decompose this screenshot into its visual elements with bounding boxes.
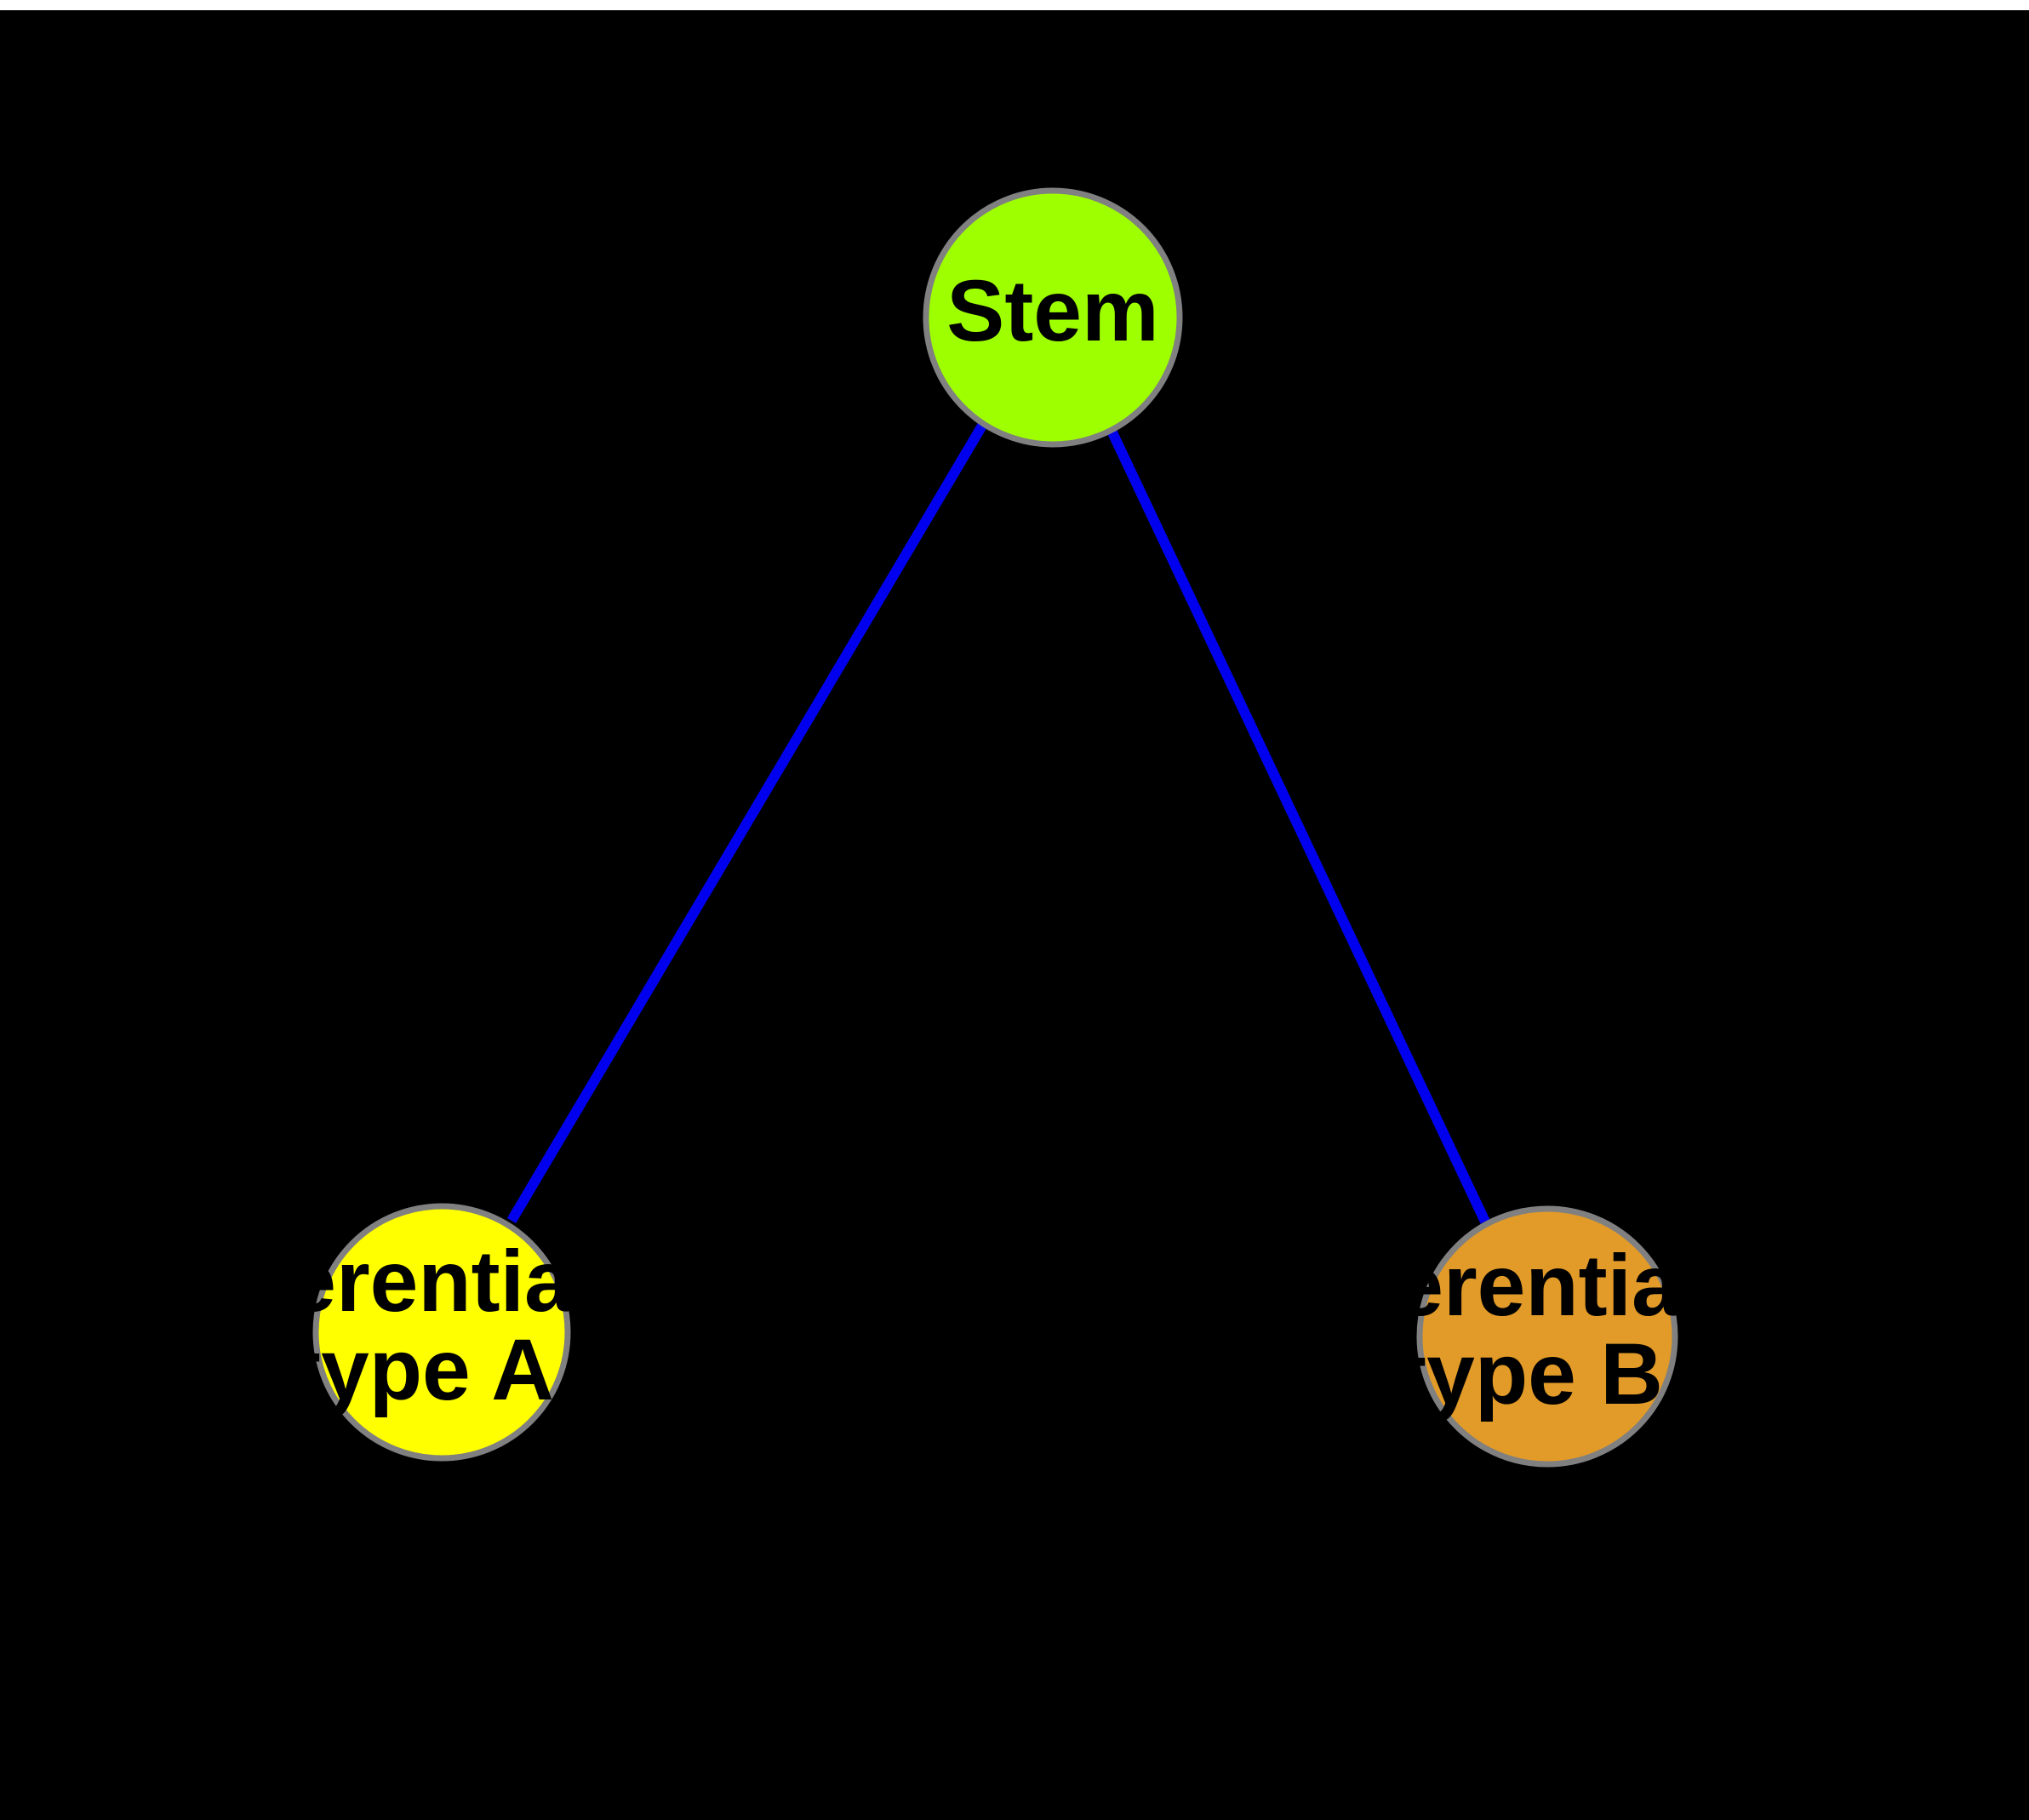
graph-edge-stem-to-diff-a[interactable]	[506, 422, 987, 1224]
node-circle-stem[interactable]	[923, 187, 1183, 448]
graph-node-stem[interactable]: Stem	[923, 187, 1183, 448]
node-label-diff-a-line-1: Differentiated	[143, 1233, 702, 1330]
node-label-stem-line-1: Stem	[946, 262, 1158, 359]
node-circle-diff-a[interactable]	[312, 1203, 571, 1462]
node-label-diff-b-line-2: type B	[1397, 1325, 1663, 1422]
graph-edge-stem-to-diff-b[interactable]	[1107, 430, 1490, 1224]
node-label-diff-a-line-2: type A	[292, 1321, 554, 1418]
node-label-diff-b-line-1: Differentiated	[1250, 1237, 1809, 1334]
edge-layer	[506, 422, 1490, 1224]
node-circle-diff-b[interactable]	[1416, 1205, 1678, 1468]
